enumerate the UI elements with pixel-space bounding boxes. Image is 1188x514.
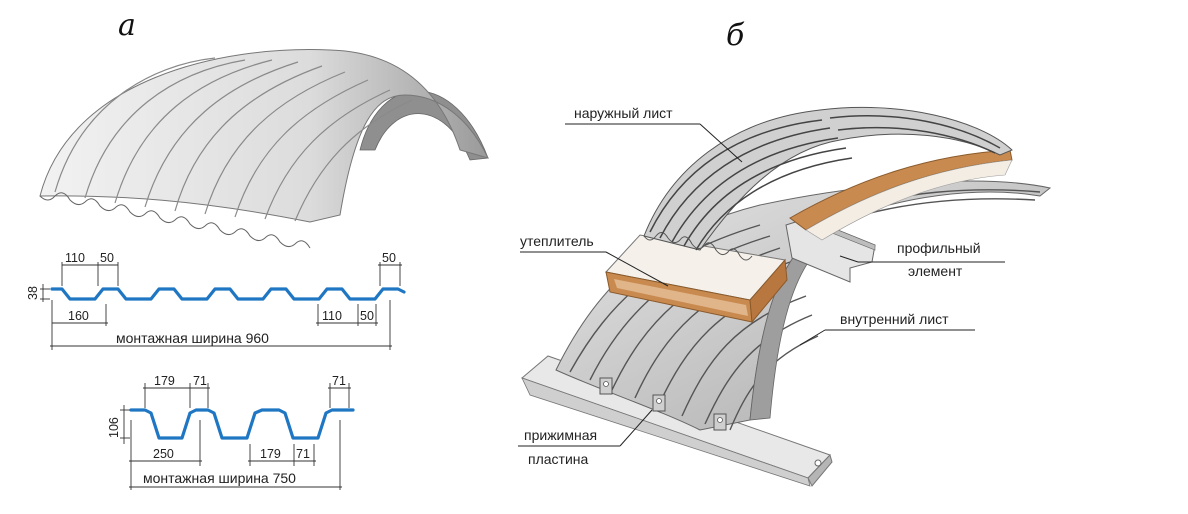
panel-label-b: б: [726, 18, 745, 53]
label-inner-sheet: внутренний лист: [840, 311, 949, 327]
caption-960: монтажная ширина 960: [116, 330, 269, 346]
label-insulation: утеплитель: [520, 233, 594, 249]
label-profile-element-2: элемент: [908, 263, 963, 279]
label-clamp-2: пластина: [528, 451, 589, 467]
sandwich-arch-assembly: [521, 106, 1052, 487]
label-outer-sheet: наружный лист: [574, 105, 673, 121]
corrugated-arch: [39, 49, 489, 249]
leader-lines: [518, 123, 1005, 447]
dim-960-bottom-b: 50: [360, 309, 374, 323]
dim-750-pitch: 250: [153, 447, 174, 461]
label-clamp-1: прижимная: [524, 427, 597, 443]
profile-960-drawing: 110 50 50 38 160 110 50 монтажная ширина…: [26, 251, 406, 350]
dim-750-rib-width: 71: [193, 374, 207, 388]
profile-750-line: [129, 408, 355, 440]
profile-960-line: [50, 287, 406, 301]
dim-960-pitch: 160: [68, 309, 89, 323]
dim-750-top-width: 179: [154, 374, 175, 388]
dim-960-top-width: 110: [65, 251, 85, 265]
profile-750-drawing: 179 71 71 106 250 179 71 монтажная ширин…: [107, 374, 355, 490]
dim-750-bottom-a: 179: [260, 447, 281, 461]
dim-750-height: 106: [107, 417, 121, 438]
dim-960-height: 38: [26, 286, 40, 300]
panel-label-a: а: [118, 8, 136, 43]
caption-750: монтажная ширина 750: [143, 470, 296, 486]
dim-750-bottom-b: 71: [296, 447, 310, 461]
dim-750-rib-width-right: 71: [332, 374, 346, 388]
label-profile-element-1: профильный: [897, 240, 981, 256]
dim-960-rib-width: 50: [100, 251, 114, 265]
dim-960-bottom-a: 110: [322, 309, 342, 323]
dim-960-rib-width-right: 50: [382, 251, 396, 265]
